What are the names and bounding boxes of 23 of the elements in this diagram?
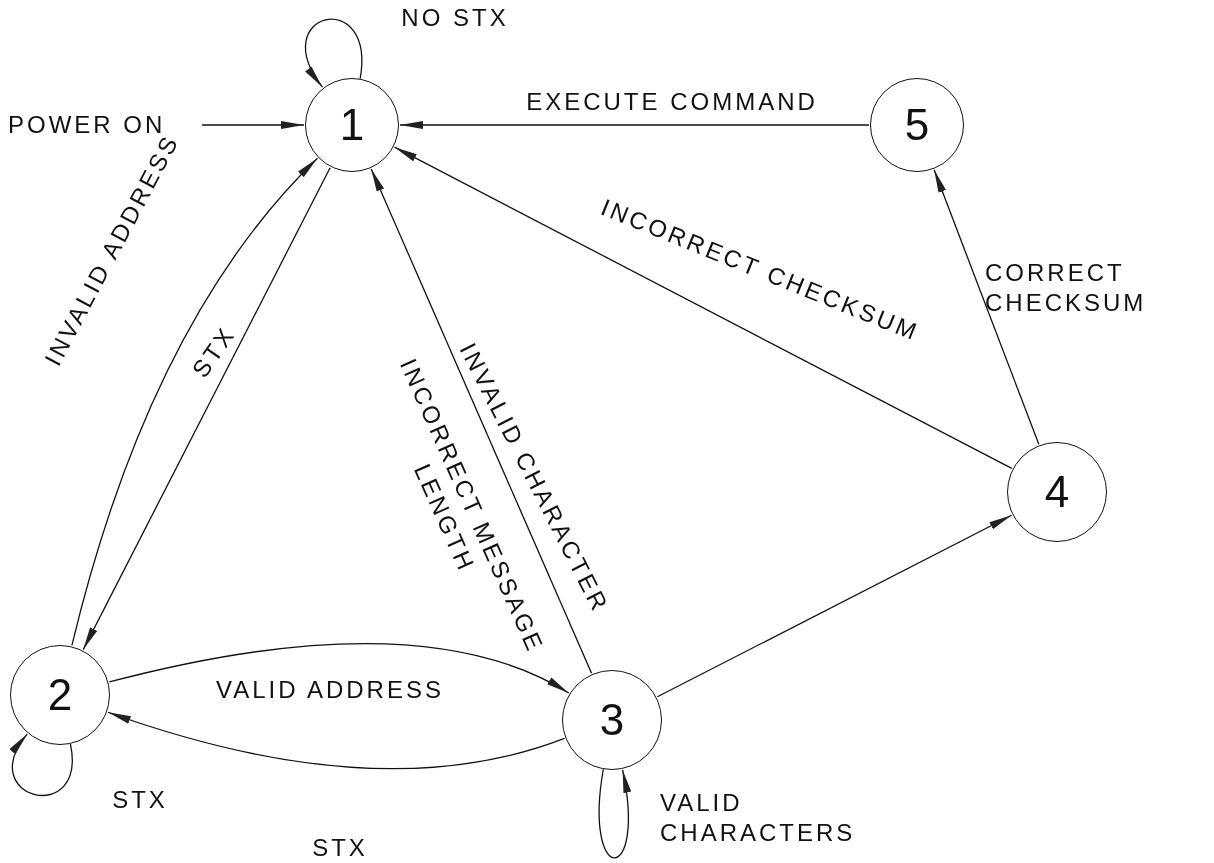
edge-label: VALID ADDRESS [215,675,445,705]
state-number: 3 [599,698,625,742]
transition-arrow [393,146,1013,470]
input-label: POWER ON [8,110,166,138]
edge-label: NO STX [400,3,510,33]
edge-label: VALID CHARACTERS [659,788,857,848]
transition-arrow [201,121,305,129]
transition-arrow [107,711,566,770]
edge-label: STX [311,833,369,863]
state-number: 4 [1044,470,1070,514]
edge-label: STX [111,785,169,815]
transition-arrow [108,643,570,694]
edge-label: CORRECT CHECKSUM [984,258,1148,318]
transition-arrow [656,514,1013,698]
transition-arrow [370,168,593,674]
state-number: 1 [339,103,365,147]
state-number: 5 [904,103,930,147]
self-loop-arrow [305,18,363,88]
state-number: 2 [47,673,73,717]
transition-arrow [933,169,1040,445]
transition-arrow [399,121,870,129]
self-loop-arrow [11,733,73,796]
self-loop-arrow [598,768,631,859]
